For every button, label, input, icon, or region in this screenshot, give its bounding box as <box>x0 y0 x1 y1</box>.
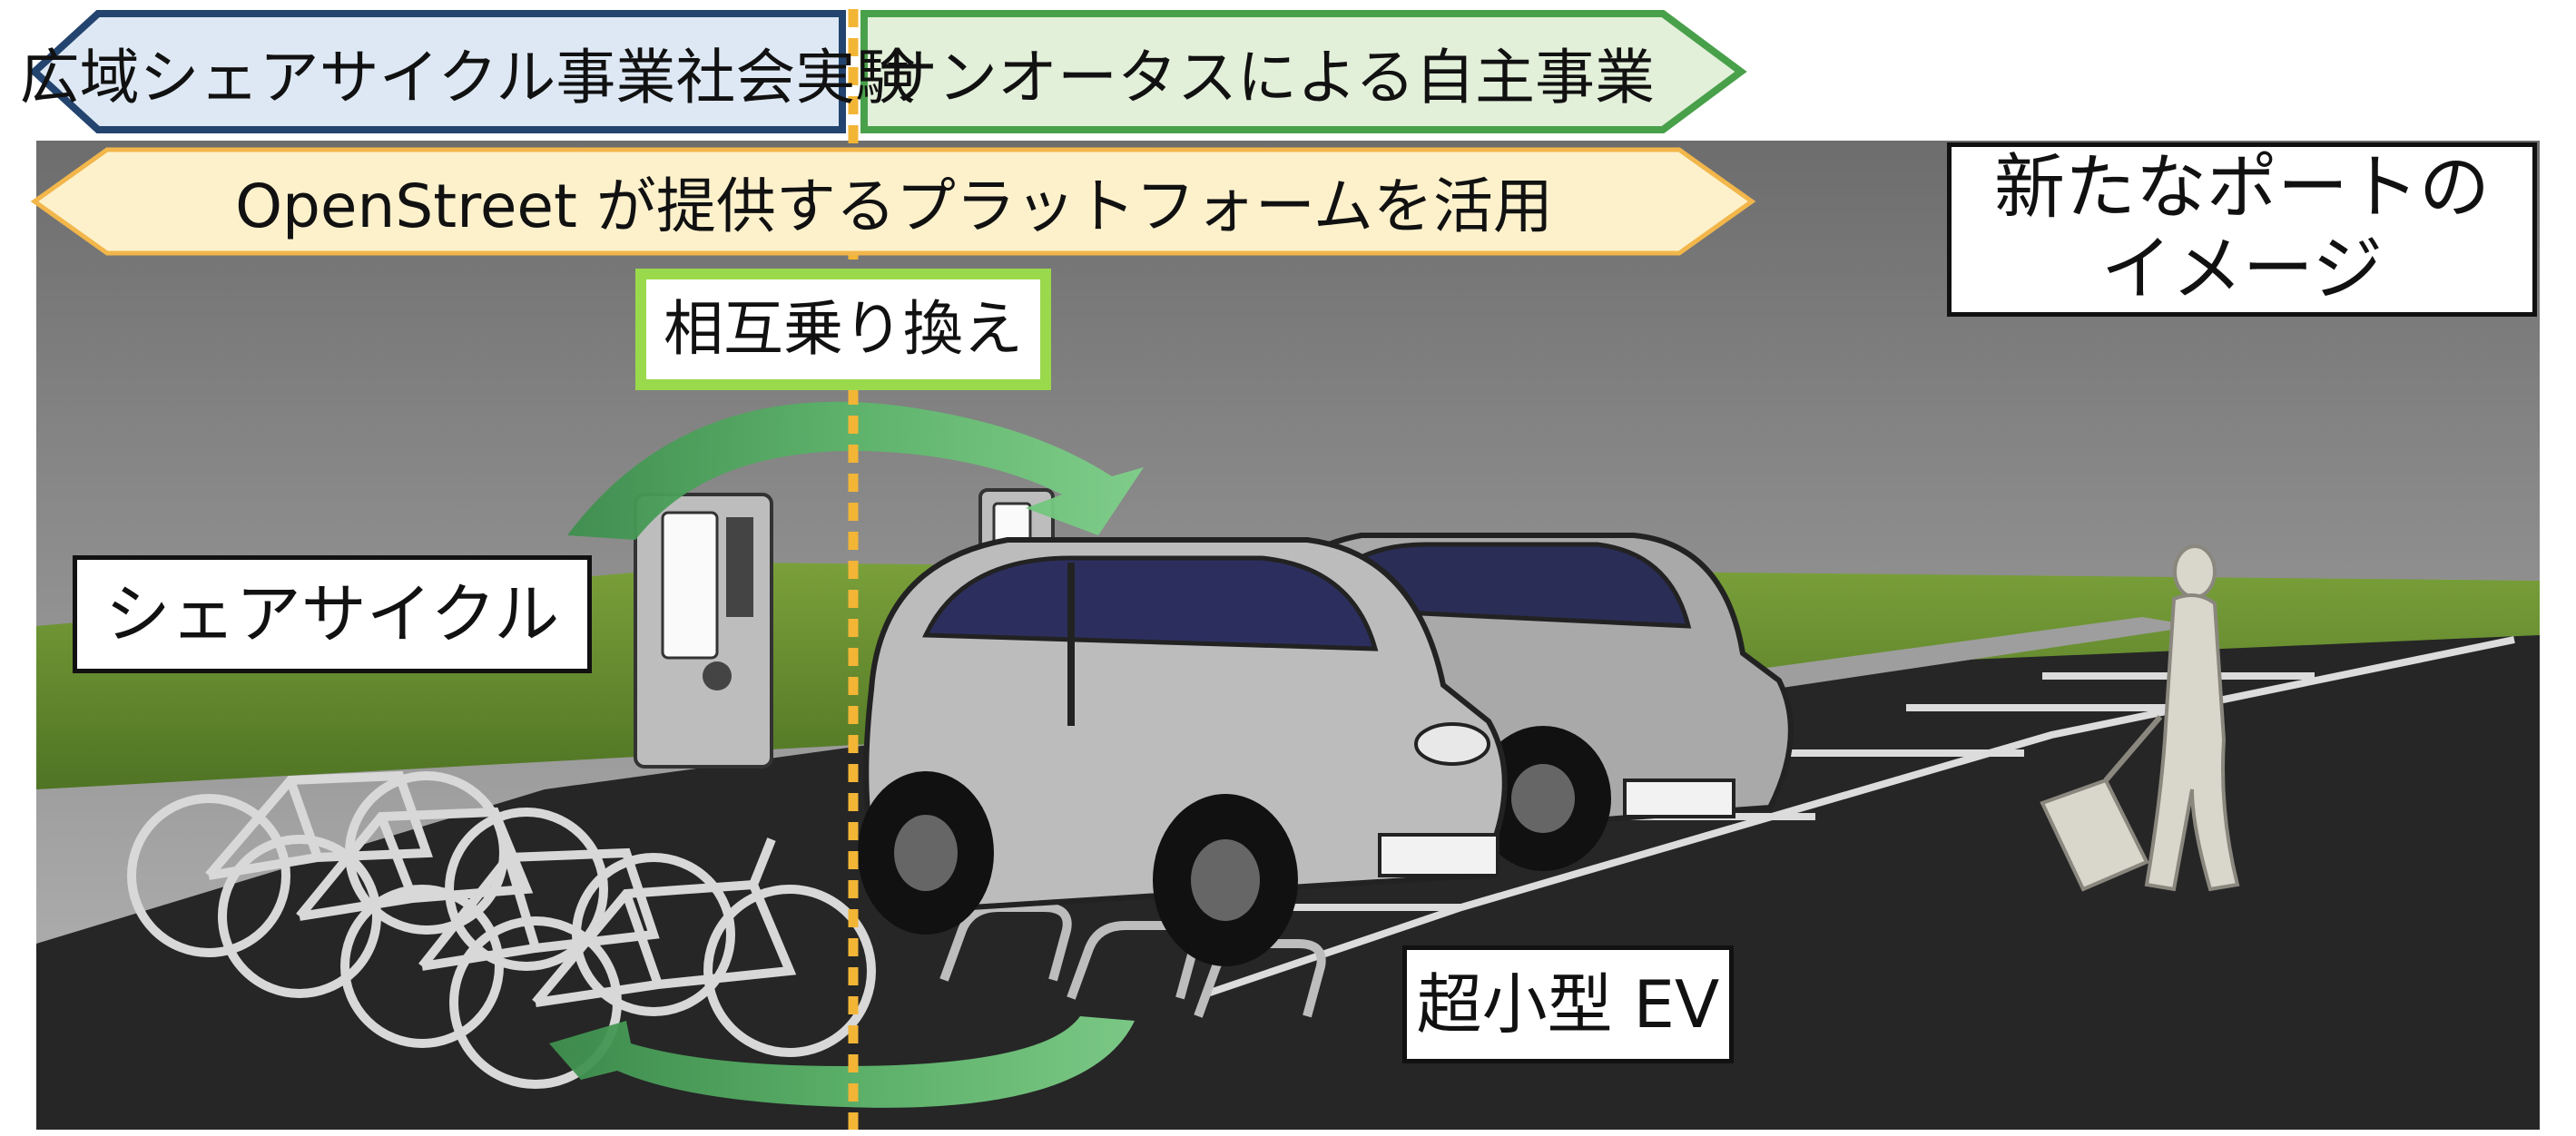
banner-trial <box>29 10 846 133</box>
banner-sun-text: サンオータスによる自主事業 <box>877 43 1656 113</box>
micro-ev-1 <box>858 537 1508 966</box>
new-port-label-line1: 新たなポートの <box>1993 147 2490 230</box>
transfer-label: 相互乗り換え <box>635 269 1051 390</box>
pedestrian-figure <box>2040 544 2240 892</box>
transfer-arrow-bottom-icon <box>549 1016 1135 1108</box>
bicycle-2 <box>218 807 608 998</box>
banner-trial-text: 広域シェアサイクル事業社会実験 <box>19 43 916 113</box>
transfer-arrow-top-icon <box>567 401 1144 540</box>
share-cycle-label: シェアサイクル <box>73 555 592 673</box>
bicycle-4 <box>449 837 876 1089</box>
banner-platform <box>30 147 1756 256</box>
charging-station-1 <box>634 493 773 769</box>
banner-platform-text: OpenStreet が提供するプラットフォームを活用 <box>235 171 1553 241</box>
new-port-label-line2: イメージ <box>2100 229 2384 310</box>
new-port-label: 新たなポートの イメージ <box>1947 142 2537 317</box>
bicycles <box>127 770 876 1089</box>
banner-sun <box>860 10 1747 133</box>
walkway <box>1706 617 2197 690</box>
micro-ev-label: 超小型 EV <box>1402 945 1734 1063</box>
